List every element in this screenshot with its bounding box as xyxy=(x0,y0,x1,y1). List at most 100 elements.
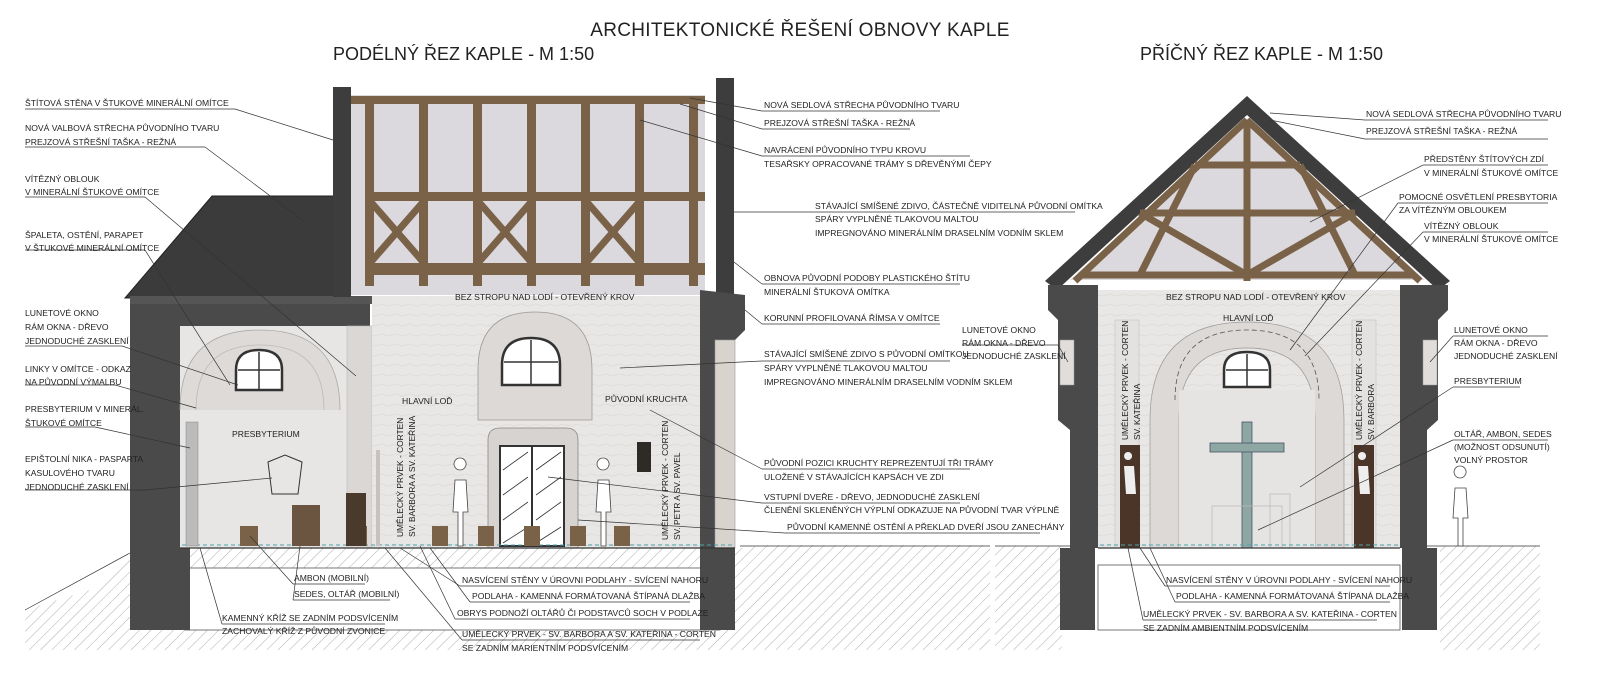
label-choir-beams-1: PŮVODNÍ POZICI KRUCHTY REPREZENTUJÍ TŘI … xyxy=(764,457,994,468)
label-triumphal-arch-1: VÍTĚZNÝ OBLOUK xyxy=(25,174,100,184)
label-gable-restore-1: OBNOVA PŮVODNÍ PODOBY PLASTICKÉHO ŠTÍTU xyxy=(764,272,970,283)
corten-panel-katerina xyxy=(1120,445,1140,548)
cross-section: BEZ STROPU NAD LODÍ - OTEVŘENÝ KROV HLAV… xyxy=(962,96,1561,650)
label-presbytery-plaster-1: PRESBYTERIUM V MINERÁL. xyxy=(25,404,144,414)
bottom-annotation-group xyxy=(199,535,700,641)
art-piece-2-label-a: UMĚLECKÝ PRVEK - CORTEN xyxy=(660,421,670,540)
cross-right-labels: NOVÁ SEDLOVÁ STŘECHA PŮVODNÍHO TVARU PRE… xyxy=(1366,108,1561,465)
label-hip-roof-1: NOVÁ VALBOVÁ STŘECHA PŮVODNÍHO TVARU xyxy=(25,122,219,133)
cross-right-annotation xyxy=(1257,112,1548,531)
label-masonry-2: SPÁRY VYPLNĚNÉ TLAKOVOU MALTOU xyxy=(815,214,979,224)
cross-label-lunette-r-3: JEDNODUCHÉ ZASKLENÍ xyxy=(1454,351,1558,361)
label-wall-lighting: NASVÍCENÍ STĚNY V ÚROVNI PODLAHY - SVÍCE… xyxy=(462,575,708,585)
left-annotation-group xyxy=(25,108,357,491)
label-gable-wall: ŠTÍTOVÁ STĚNA V ŠTUKOVÉ MINERÁLNÍ OMÍTCE xyxy=(25,98,229,108)
triumphal-arch xyxy=(1149,321,1345,549)
left-annotation-labels: ŠTÍTOVÁ STĚNA V ŠTUKOVÉ MINERÁLNÍ OMÍTCE… xyxy=(25,98,229,492)
label-masonry-1: STÁVAJÍCÍ SMÍŠENÉ ZDIVO, ČÁSTEČNĚ VIDITE… xyxy=(815,200,1103,211)
cross-label-aux-light-2: ZA VÍTĚZNÝM OBLOUKEM xyxy=(1399,205,1506,215)
right-annotation-group xyxy=(547,97,1075,534)
timber-truss xyxy=(350,96,705,286)
label-door-2: ČLENĚNÍ SKLENĚNÝCH VÝPLNÍ ODKAZUJE NA PŮ… xyxy=(764,504,1060,515)
label-lunette-2: RÁM OKNA - DŘEVO xyxy=(25,322,109,332)
label-saddle-roof-2: PREJZOVÁ STŘEŠNÍ TAŠKA - REŽNÁ xyxy=(764,118,915,128)
cross-label-altar-1: OLTÁŘ, AMBON, SEDES xyxy=(1454,429,1552,439)
cross-label-art-2: SE ZADNÍM AMBIENTNÍM PODSVÍCENÍM xyxy=(1143,623,1308,633)
cross-left-labels: LUNETOVÉ OKNO RÁM OKNA - DŘEVO JEDNODUCH… xyxy=(962,325,1066,361)
drawing-title: ARCHITEKTONICKÉ ŘEŠENÍ OBNOVY KAPLE xyxy=(590,20,1010,41)
cross-art-1-label-b: SV. KATEŘINA xyxy=(1132,383,1142,440)
label-floor: PODLAHA - KAMENNÁ FORMÁTOVANÁ ŠTÍPANÁ DL… xyxy=(472,591,705,601)
cross-label-altar-3: VOLNÝ PROSTOR xyxy=(1454,455,1528,465)
label-sedes: SEDES, OLTÁŘ (MOBILNÍ) xyxy=(294,589,400,599)
cross-art-1-label-a: UMĚLECKÝ PRVEK - CORTEN xyxy=(1120,321,1130,440)
stone-cross xyxy=(1209,421,1285,549)
label-presbytery-plaster-2: ŠTUKOVÉ OMÍTCE xyxy=(25,418,102,428)
cross-bottom-labels: NASVÍCENÍ STĚNY V ÚROVNI PODLAHY - SVÍCE… xyxy=(1143,575,1412,633)
label-truss-1: NAVRÁCENÍ PŮVODNÍHO TYPU KROVU xyxy=(764,144,926,155)
cross-label-gable-1: PŘEDSTĚNY ŠTÍTOVÝCH ZDÍ xyxy=(1424,154,1545,164)
label-masonry-old-1: STÁVAJÍCÍ SMÍŠENÉ ZDIVO S PŮVODNÍ OMÍTKO… xyxy=(764,348,969,359)
east-gable-wall xyxy=(716,78,734,298)
cross-art-2-label-a: UMĚLECKÝ PRVEK - CORTEN xyxy=(1354,321,1364,440)
label-art-lighting-2: SE ZADNÍM MARIENTNÍM PODSVÍCENÍM xyxy=(462,643,628,653)
label-ambo: AMBON (MOBILNÍ) xyxy=(294,573,369,583)
cross-label-gable-2: V MINERÁLNÍ ŠTUKOVÉ OMÍTCE xyxy=(1424,168,1558,178)
label-stone-cross-2: ZACHOVALÝ KŘÍŽ Z PŮVODNÍ ZVONICE xyxy=(222,625,385,636)
cross-label-lunette-1: LUNETOVÉ OKNO xyxy=(962,325,1036,335)
label-choir-beams-2: ULOŽENÉ V STÁVAJÍCÍCH KAPSÁCH VE ZDI xyxy=(764,472,944,482)
label-reveal-2: V ŠTUKOVÉ MINERÁLNÍ OMÍTCE xyxy=(25,243,159,253)
cross-label-arch-2: V MINERÁLNÍ ŠTUKOVÉ OMÍTCE xyxy=(1424,234,1558,244)
label-niche-2: KASULOVÉHO TVARU xyxy=(25,468,115,478)
choir-label: PŮVODNÍ KRUCHTA xyxy=(605,393,688,404)
label-door-1: VSTUPNÍ DVEŘE - DŘEVO, JEDNODUCHÉ ZASKLE… xyxy=(764,492,980,502)
label-masonry-old-3: IMPREGNOVÁNO MINERÁLNÍM DRASELNÍM VODNÍM… xyxy=(764,377,1012,387)
cross-bottom-annotation xyxy=(1127,547,1390,621)
cross-label-lunette-3: JEDNODUCHÉ ZASKLENÍ xyxy=(962,351,1066,361)
cross-label-roof-1: NOVÁ SEDLOVÁ STŘECHA PŮVODNÍHO TVARU xyxy=(1366,108,1561,119)
cross-nave-label: HLAVNÍ LOĎ xyxy=(1223,313,1273,323)
ground-hatch-right xyxy=(995,546,1540,650)
person-silhouette-3 xyxy=(1452,465,1469,547)
cross-label-art-1: UMĚLECKÝ PRVEK - SV. BARBORA A SV. KATEŘ… xyxy=(1143,609,1397,619)
cross-label-lunette-r-2: RÁM OKNA - DŘEVO xyxy=(1454,338,1538,348)
longitudinal-section-title: PODÉLNÝ ŘEZ KAPLE - M 1:50 xyxy=(333,44,595,64)
art-piece-1-label-a: UMĚLECKÝ PRVEK - CORTEN xyxy=(395,418,405,537)
cross-label-altar-2: (MOŽNOST ODSUNUTÍ) xyxy=(1454,442,1550,452)
label-plaster-lines-1: LINKY V OMÍTCE - ODKAZ xyxy=(25,364,131,374)
cross-section-title: PŘÍČNÝ ŘEZ KAPLE - M 1:50 xyxy=(1140,44,1384,64)
truss-braces xyxy=(367,198,643,266)
label-plaster-lines-2: NA PŮVODNÍ VÝMALBU xyxy=(25,376,121,387)
label-masonry-3: IMPREGNOVÁNO MINERÁLNÍM DRASELNÍM VODNÍM… xyxy=(815,228,1063,238)
person-silhouette-2 xyxy=(595,457,612,547)
cross-label-roof-2: PREJZOVÁ STŘEŠNÍ TAŠKA - REŽNÁ xyxy=(1366,126,1517,136)
label-saddle-roof-1: NOVÁ SEDLOVÁ STŘECHA PŮVODNÍHO TVARU xyxy=(764,99,959,110)
cross-ceiling-label: BEZ STROPU NAD LODÍ - OTEVŘENÝ KROV xyxy=(1166,292,1346,302)
label-hip-roof-2: PREJZOVÁ STŘEŠNÍ TAŠKA - REŽNÁ xyxy=(25,137,176,147)
cross-label-wall-light: NASVÍCENÍ STĚNY V ÚROVNI PODLAHY - SVÍCE… xyxy=(1166,575,1412,585)
corten-panel-petr-pavel xyxy=(637,442,651,472)
presbyterium-label: PRESBYTERIUM xyxy=(232,429,300,439)
presbytery-wall xyxy=(130,296,370,630)
label-reveal-1: ŠPALETA, OSTĚNÍ, PARAPET xyxy=(25,230,144,240)
nave-ceiling-label: BEZ STROPU NAD LODÍ - OTEVŘENÝ KROV xyxy=(455,292,635,302)
cross-foundation xyxy=(1097,564,1401,631)
label-art-lighting-1: UMĚLECKÝ PRVEK - SV. BARBORA A SV. KATEŘ… xyxy=(462,629,716,639)
epistle-niche xyxy=(267,454,303,495)
cross-label-aux-light-1: POMOCNÉ OSVĚTLENÍ PRESBYTORIA xyxy=(1399,192,1558,202)
label-lunette-1: LUNETOVÉ OKNO xyxy=(25,308,99,318)
label-truss-2: TESAŘSKY OPRACOVANÉ TRÁMY S DŘEVĚNÝMI ČE… xyxy=(764,159,992,169)
label-masonry-old-2: SPÁRY VYPLNĚNÉ TLAKOVOU MALTOU xyxy=(764,363,928,373)
label-gable-restore-2: MINERÁLNÍ ŠTUKOVÁ OMÍTKA xyxy=(764,287,890,297)
cross-truss xyxy=(1072,117,1423,284)
cross-label-floor: PODLAHA - KAMENNÁ FORMÁTOVANÁ ŠTÍPANÁ DL… xyxy=(1176,591,1409,601)
cross-label-arch-1: VÍTĚZNÝ OBLOUK xyxy=(1424,221,1499,231)
label-stone-frame: PŮVODNÍ KAMENNÉ OSTĚNÍ A PŘEKLAD DVEŘÍ J… xyxy=(787,521,1065,532)
west-gable-wall xyxy=(333,87,351,297)
cross-left-annotation xyxy=(962,344,1069,363)
cross-label-presbyterium: PRESBYTERIUM xyxy=(1454,376,1522,386)
label-niche-3: JEDNODUCHÉ ZASKLENÍ xyxy=(25,482,129,492)
label-niche-1: EPIŠTOLNÍ NIKA - PASPARTA xyxy=(25,454,143,464)
label-lunette-3: JEDNODUCHÉ ZASKLENÍ xyxy=(25,336,129,346)
label-triumphal-arch-2: V MINERÁLNÍ ŠTUKOVÉ OMÍTCE xyxy=(25,187,159,197)
